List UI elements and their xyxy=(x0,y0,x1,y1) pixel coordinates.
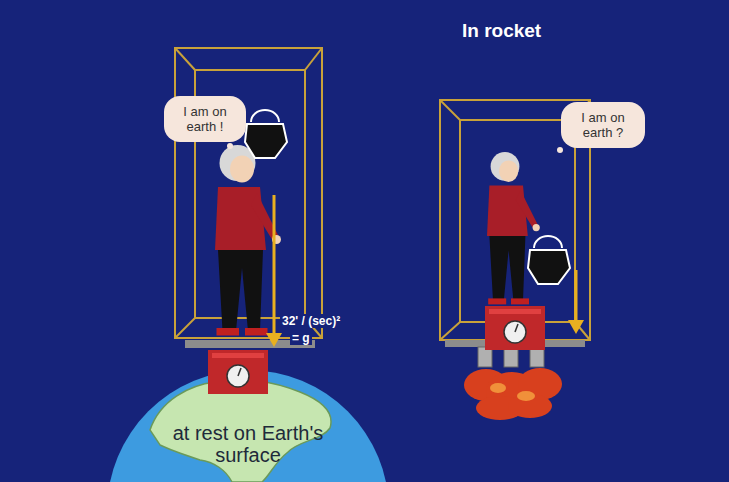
weight xyxy=(245,110,287,158)
earth-label: at rest on Earth's surface xyxy=(163,422,333,466)
acceleration-label: 32' / (sec)² xyxy=(280,314,342,328)
person xyxy=(215,145,281,336)
exhaust-glow xyxy=(490,383,535,401)
scale xyxy=(208,350,268,394)
scale xyxy=(485,306,545,350)
acceleration-arrow xyxy=(266,195,584,347)
thought-bubble: I am on earth ? xyxy=(561,102,645,148)
thought-text: I am on earth ! xyxy=(172,104,238,134)
person xyxy=(487,152,540,304)
thought-dots xyxy=(220,132,576,153)
thought-text: I am on earth ? xyxy=(569,110,637,140)
heading-label: In rocket xyxy=(462,20,541,42)
weight xyxy=(528,236,570,284)
exhaust xyxy=(464,368,562,420)
elevator-cage xyxy=(175,48,322,338)
thought-bubble: I am on earth ! xyxy=(164,96,246,142)
acceleration-label: = g xyxy=(290,331,312,345)
